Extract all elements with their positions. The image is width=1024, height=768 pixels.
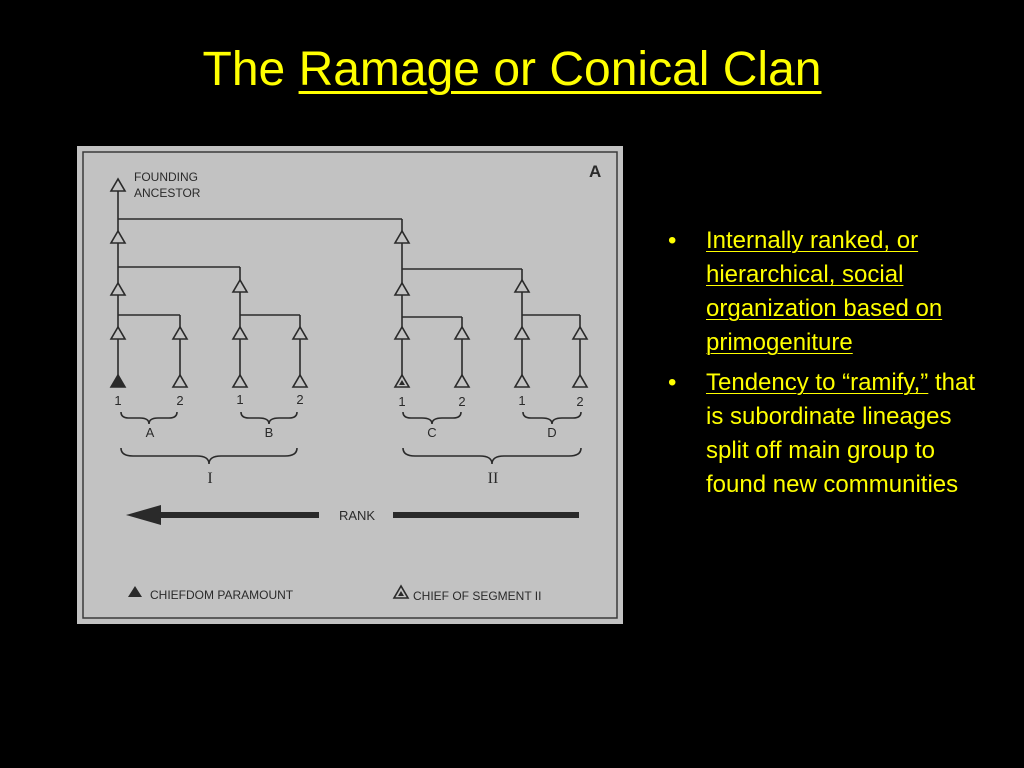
leaf-label: 2 [576, 394, 583, 409]
segment-chief-icon [393, 373, 411, 388]
group-label: A [146, 425, 155, 440]
lineage-triangle-icon [453, 325, 471, 340]
legend-segment-icon [392, 584, 410, 599]
lineage-triangle-icon [109, 281, 127, 296]
bullet-text: Tendency to “ramify,” that is subordinat… [706, 366, 998, 502]
leaf-label: 1 [398, 394, 405, 409]
lineage-triangle-icon [513, 278, 531, 293]
segment-label: I [207, 470, 212, 487]
bullet-list: • Internally ranked, or hierarchical, so… [668, 224, 998, 502]
title-prefix: The [202, 43, 286, 96]
group-label: C [427, 425, 436, 440]
lineage-triangle-icon [571, 325, 589, 340]
diagram-frame [82, 151, 618, 619]
legend-paramount-icon [128, 586, 142, 597]
bullet-item: • Internally ranked, or hierarchical, so… [668, 224, 998, 360]
bullet-marker: • [668, 227, 677, 254]
group-braces [120, 411, 582, 425]
bullet-link[interactable]: Tendency to “ramify,” [706, 369, 929, 396]
lineage-triangle-icon [231, 325, 249, 340]
lineage-triangle-icon [393, 325, 411, 340]
lineage-triangle-icon [171, 325, 189, 340]
leaf-label: 1 [114, 393, 121, 408]
segment-braces [120, 447, 582, 465]
lineage-triangle-icon [291, 373, 309, 388]
bullet-item: • Tendency to “ramify,” that is subordin… [668, 366, 998, 502]
bullet-marker: • [668, 369, 677, 396]
lineage-triangle-icon [109, 325, 127, 340]
diagram-canvas: A FOUNDING ANCESTOR [82, 151, 618, 619]
legend-paramount-label: CHIEFDOM PARAMOUNT [150, 588, 294, 602]
legend-segment-label: CHIEF OF SEGMENT II [413, 589, 541, 603]
lineage-triangle-icon [393, 281, 411, 296]
lineage-lines [117, 191, 581, 375]
leaf-label: 2 [458, 394, 465, 409]
founding-ancestor-icon [109, 177, 127, 192]
title-link[interactable]: Ramage or Conical Clan [298, 43, 822, 96]
rank-arrow [126, 505, 579, 525]
lineage-triangle-icon [513, 325, 531, 340]
lineage-triangle-icon [453, 373, 471, 388]
group-label: D [547, 425, 556, 440]
lineage-triangle-icon [231, 373, 249, 388]
leaf-label: 2 [296, 392, 303, 407]
group-label: B [265, 425, 274, 440]
lineage-triangle-icon [571, 373, 589, 388]
bullet-rest: that is subordinate lineages split off m… [706, 369, 975, 498]
chiefdom-paramount-icon [109, 373, 127, 388]
slide-title: The Ramage or Conical Clan [0, 40, 1024, 100]
bullet-link[interactable]: Internally ranked, or hierarchical, soci… [706, 227, 943, 356]
ramage-diagram: A FOUNDING ANCESTOR [77, 146, 623, 624]
leaf-label: 1 [518, 393, 525, 408]
panel-letter: A [589, 162, 601, 181]
founding-label-line1: FOUNDING [134, 170, 198, 184]
segment-label: II [488, 470, 499, 487]
lineage-triangle-icon [171, 373, 189, 388]
bullet-text: Internally ranked, or hierarchical, soci… [706, 224, 998, 360]
lineage-triangle-icon [513, 373, 531, 388]
leaf-label: 2 [176, 393, 183, 408]
lineage-triangle-icon [231, 278, 249, 293]
leaf-label: 1 [236, 392, 243, 407]
lineage-triangle-icon [393, 229, 411, 244]
lineage-triangle-icon [109, 229, 127, 244]
founding-label-line2: ANCESTOR [134, 186, 201, 200]
rank-label: RANK [339, 508, 375, 523]
lineage-triangle-icon [291, 325, 309, 340]
